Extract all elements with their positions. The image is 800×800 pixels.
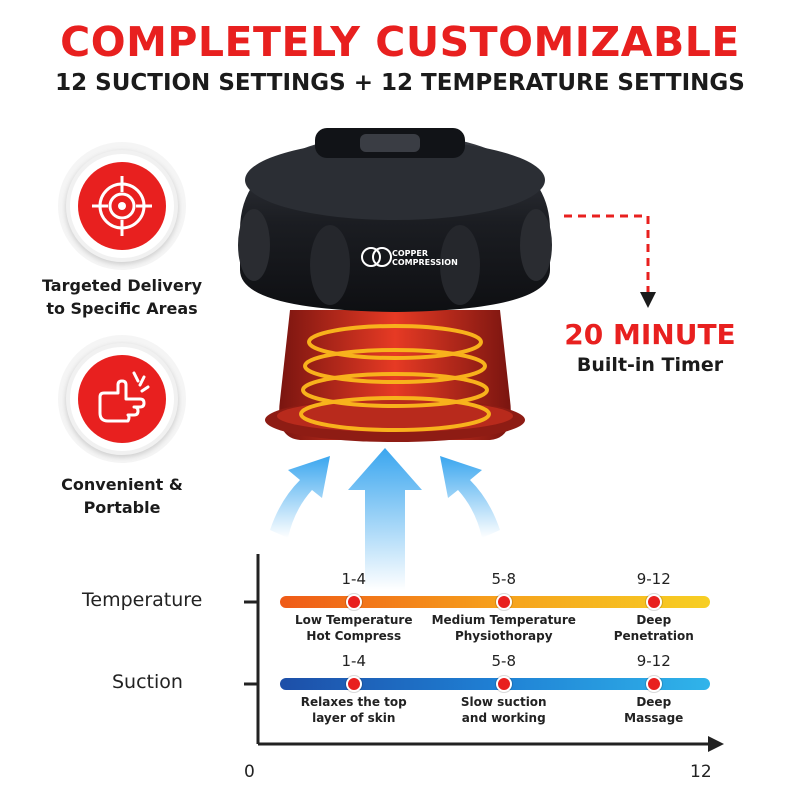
- temperature-row-label: Temperature: [82, 589, 203, 611]
- timer-headline: 20 MINUTE: [564, 318, 736, 351]
- arrow-up-icon: [348, 448, 422, 590]
- setting-marker: [645, 594, 662, 610]
- page-title: COMPLETELY CUSTOMIZABLE: [60, 18, 740, 66]
- targeted-delivery-label: Targeted Delivery to Specific Areas: [41, 276, 203, 318]
- portable-badge: [66, 343, 178, 455]
- hand-snap-icon: [78, 355, 166, 443]
- temperature-bar: [280, 596, 710, 608]
- suction-arrows: [270, 448, 500, 590]
- setting-marker: [345, 594, 362, 610]
- timer-arrow: [564, 214, 656, 308]
- setting-range-label: 9-12: [636, 652, 671, 670]
- page-subtitle: 12 SUCTION SETTINGS + 12 TEMPERATURE SET…: [55, 70, 745, 96]
- timer-caption: Built-in Timer: [576, 354, 724, 376]
- setting-range-label: 9-12: [636, 570, 671, 588]
- crosshair-icon: [78, 162, 166, 250]
- settings-axes: [244, 554, 724, 752]
- setting-marker: [495, 594, 512, 610]
- suction-bar: [280, 678, 710, 690]
- arrow-up-left-icon: [270, 456, 330, 538]
- arrow-up-right-icon: [440, 456, 500, 538]
- axis-max-label: 12: [690, 762, 712, 782]
- portable-label: Convenient & Portable: [61, 475, 183, 517]
- suction-row-label: Suction: [112, 671, 183, 693]
- brand-logo-text: COPPER COMPRESSION: [392, 249, 458, 267]
- setting-range-label: 5-8: [491, 570, 517, 588]
- setting-marker: [495, 676, 512, 692]
- setting-range-label: 1-4: [341, 652, 367, 670]
- setting-range-label: 1-4: [341, 570, 367, 588]
- targeted-delivery-badge: [66, 150, 178, 262]
- setting-marker: [645, 676, 662, 692]
- setting-marker: [345, 676, 362, 692]
- cupping-device-image: [238, 128, 552, 442]
- setting-range-label: 5-8: [491, 652, 517, 670]
- axis-min-label: 0: [244, 762, 255, 782]
